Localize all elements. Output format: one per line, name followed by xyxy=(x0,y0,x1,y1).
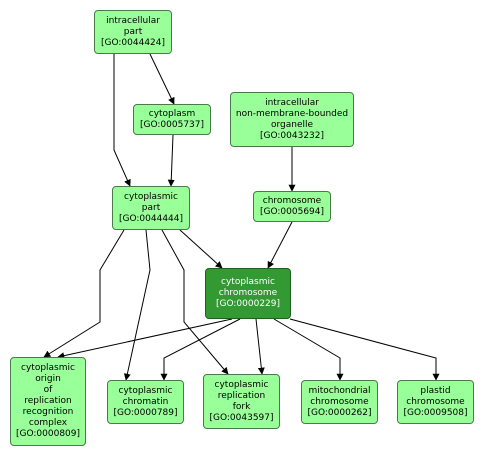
node-label-line: cytoplasmic xyxy=(124,191,178,202)
node-label-line: chromosome xyxy=(218,288,278,298)
node-label-line: non-membrane-bounded xyxy=(235,108,349,119)
edge-n0005737-to-n0044444 xyxy=(167,134,175,187)
node-label-line: replication xyxy=(24,396,72,406)
node-label-line: organelle xyxy=(270,119,314,130)
node-label-line: [GO:0000809] xyxy=(15,429,81,439)
edge-n0000229-to-n0009508 xyxy=(289,318,440,381)
go-term-node-n0005694[interactable]: chromosome[GO:0005694] xyxy=(253,191,331,222)
node-label-line: cytoplasmic xyxy=(221,277,275,287)
edge-n0044444-to-n0043597 xyxy=(161,229,229,375)
node-label-line: chromatin xyxy=(122,396,169,407)
node-label-line: chromosome xyxy=(310,396,369,407)
edge-n0005694-to-n0000229 xyxy=(267,221,293,269)
node-label-line: [GO:0044444] xyxy=(118,213,184,224)
edge-n0044444-to-n0000809 xyxy=(43,229,125,358)
node-label-line: [GO:0005737] xyxy=(139,119,205,130)
node-label-line: [GO:0043232] xyxy=(259,130,325,141)
node-label-line: part xyxy=(123,26,143,37)
edge-n0000229-to-n0000789 xyxy=(160,318,241,381)
edge-n0044444-to-n0000789 xyxy=(123,229,151,381)
edge-n0000229-to-n0000809 xyxy=(57,318,233,360)
node-label-line: of xyxy=(43,385,53,395)
edge-n0000229-to-n0043597 xyxy=(255,318,265,375)
node-label-line: replication xyxy=(217,390,266,401)
node-label-line: [GO:0000229] xyxy=(215,299,281,309)
edge-n0000229-to-n0000262 xyxy=(273,318,344,381)
node-label-line: cytoplasm xyxy=(148,108,196,119)
go-term-node-n0005737[interactable]: cytoplasm[GO:0005737] xyxy=(133,104,211,135)
edge-n0044424-to-n0005737 xyxy=(149,53,175,105)
node-label-line: intracellular xyxy=(106,15,160,26)
node-label-line: [GO:0000262] xyxy=(307,407,372,418)
node-label-line: plastid xyxy=(420,385,451,396)
node-label-line: intracellular xyxy=(265,97,319,108)
node-label-line: [GO:0005694] xyxy=(259,206,325,217)
node-label-line: chromosome xyxy=(406,396,465,407)
node-label-line: [GO:0043597] xyxy=(209,412,274,423)
node-label-line: cytoplasmic xyxy=(118,385,173,396)
node-label-line: part xyxy=(141,202,161,213)
node-label-line: [GO:0009508] xyxy=(403,407,468,418)
edge-n0044444-to-n0000229 xyxy=(179,229,223,269)
node-label-line: fork xyxy=(232,401,251,412)
node-label-line: origin xyxy=(35,374,61,384)
node-label-line: recognition xyxy=(22,407,74,417)
node-label-line: cytoplasmic xyxy=(214,379,269,390)
node-label-line: cytoplasmic xyxy=(21,363,75,373)
node-label-line: [GO:0044424] xyxy=(100,37,166,48)
node-label-line: chromosome xyxy=(262,195,322,206)
node-label-line: complex xyxy=(28,418,68,428)
edge-n0044424-to-n0044444 xyxy=(113,54,131,187)
node-label-line: [GO:0000789] xyxy=(113,407,178,418)
node-label-line: mitochondrial xyxy=(308,385,371,396)
